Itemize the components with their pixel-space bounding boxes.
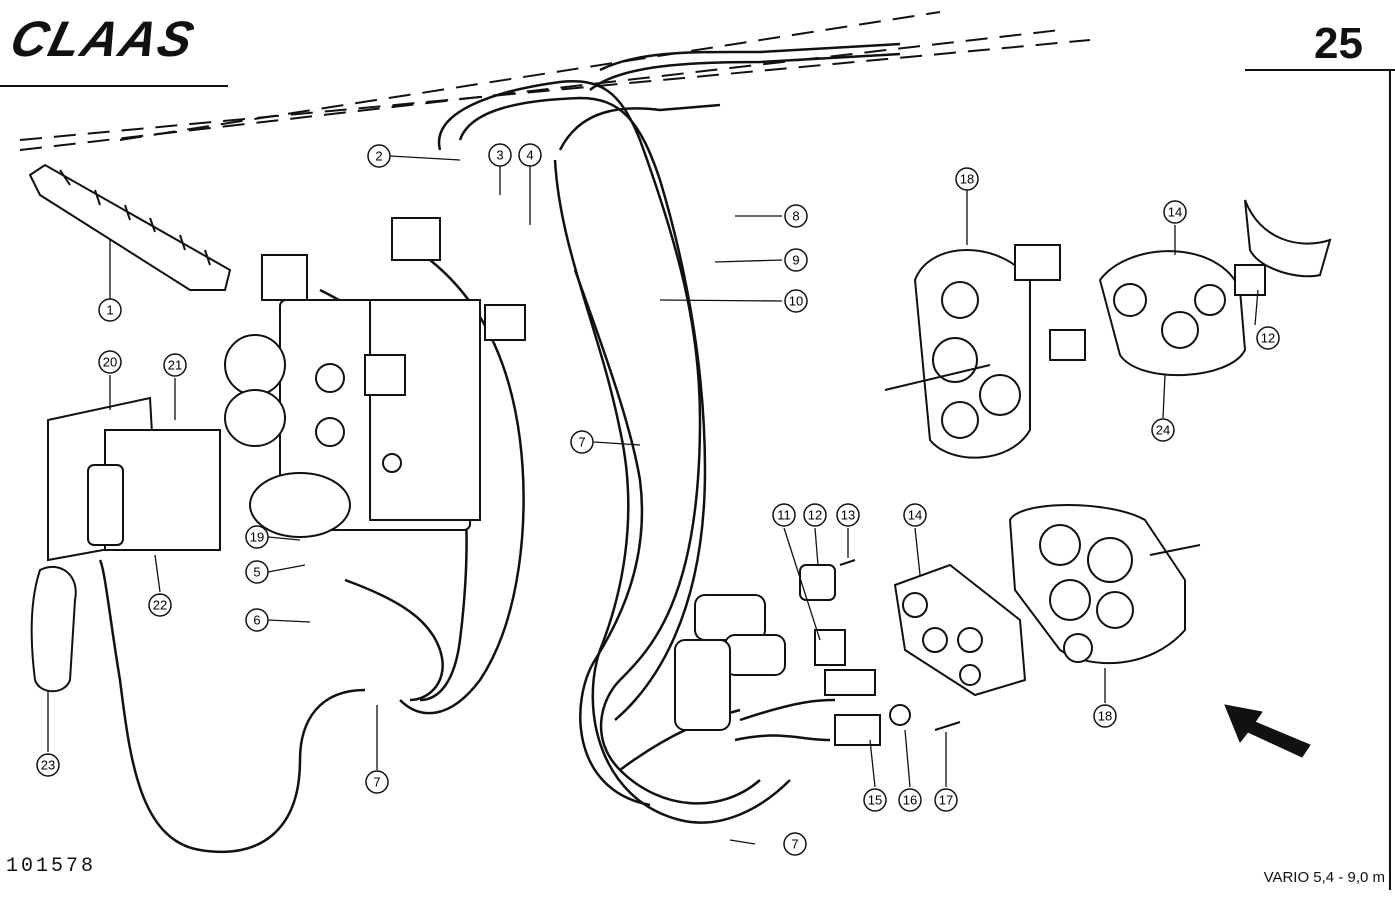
svg-text:4: 4 <box>526 148 533 163</box>
coupling-lower <box>674 504 1201 746</box>
callout-18-upper: 18 <box>955 167 979 191</box>
callout-11: 11 <box>772 503 796 527</box>
callout-leaders <box>47 155 1259 845</box>
svg-text:5: 5 <box>253 565 260 580</box>
frame-lines <box>0 69 1395 890</box>
callout-20: 20 <box>98 350 122 374</box>
callout-23: 23 <box>36 753 60 777</box>
control-unit <box>30 396 221 693</box>
svg-text:21: 21 <box>168 358 182 373</box>
callout-14-lower: 14 <box>903 503 927 527</box>
callout-21: 21 <box>163 353 187 377</box>
svg-text:22: 22 <box>153 598 167 613</box>
svg-text:13: 13 <box>841 508 855 523</box>
callout-7-left: 7 <box>365 770 389 794</box>
svg-text:10: 10 <box>789 294 803 309</box>
svg-text:12: 12 <box>808 508 822 523</box>
svg-text:7: 7 <box>791 837 798 852</box>
svg-text:7: 7 <box>373 775 380 790</box>
page-number: 25 <box>1314 19 1363 68</box>
callout-18-lower: 18 <box>1093 704 1117 728</box>
callout-10: 10 <box>784 289 808 313</box>
callout-4: 4 <box>518 143 542 167</box>
callout-15: 15 <box>863 788 887 812</box>
callout-9: 9 <box>784 248 808 272</box>
callout-1: 1 <box>98 298 122 322</box>
svg-text:14: 14 <box>1168 205 1182 220</box>
svg-text:18: 18 <box>960 172 974 187</box>
svg-text:19: 19 <box>250 530 264 545</box>
callout-markers: 1 2 3 4 5 6 7 7 7 7 8 9 10 11 12 12 13 1… <box>36 143 1280 856</box>
coupling-upper <box>884 199 1332 459</box>
callout-8: 8 <box>784 204 808 228</box>
callout-12-lower: 12 <box>803 503 827 527</box>
svg-text:16: 16 <box>903 793 917 808</box>
svg-text:24: 24 <box>1156 423 1170 438</box>
callout-17: 17 <box>934 788 958 812</box>
svg-text:6: 6 <box>253 613 260 628</box>
svg-text:14: 14 <box>908 508 922 523</box>
svg-text:1: 1 <box>106 303 113 318</box>
svg-text:3: 3 <box>496 148 503 163</box>
svg-text:23: 23 <box>41 758 55 773</box>
svg-text:20: 20 <box>103 355 117 370</box>
callout-2: 2 <box>367 144 391 168</box>
valve-block <box>224 217 526 538</box>
callout-19: 19 <box>245 525 269 549</box>
callout-14-upper: 14 <box>1163 200 1187 224</box>
svg-text:9: 9 <box>792 253 799 268</box>
svg-text:8: 8 <box>792 209 799 224</box>
callout-12-upper: 12 <box>1256 326 1280 350</box>
model-label: VARIO 5,4 - 9,0 m <box>1263 869 1385 886</box>
part-rail-holder <box>28 163 232 291</box>
svg-text:12: 12 <box>1261 331 1275 346</box>
svg-text:17: 17 <box>939 793 953 808</box>
callout-22: 22 <box>148 593 172 617</box>
svg-text:7: 7 <box>578 435 585 450</box>
direction-arrow-icon <box>1224 704 1311 758</box>
callout-7-bottom: 7 <box>783 832 807 856</box>
svg-text:18: 18 <box>1098 709 1112 724</box>
callout-5: 5 <box>245 560 269 584</box>
svg-text:15: 15 <box>868 793 882 808</box>
callout-24: 24 <box>1151 418 1175 442</box>
callout-3: 3 <box>488 143 512 167</box>
boom-dashed-lines <box>19 11 1091 151</box>
callout-16: 16 <box>898 788 922 812</box>
callout-7-center: 7 <box>570 430 594 454</box>
svg-text:11: 11 <box>777 508 791 523</box>
callout-13: 13 <box>836 503 860 527</box>
hose-bundle <box>98 42 901 854</box>
drawing-number: 101578 <box>6 855 97 878</box>
callout-6: 6 <box>245 608 269 632</box>
svg-text:2: 2 <box>375 149 382 164</box>
